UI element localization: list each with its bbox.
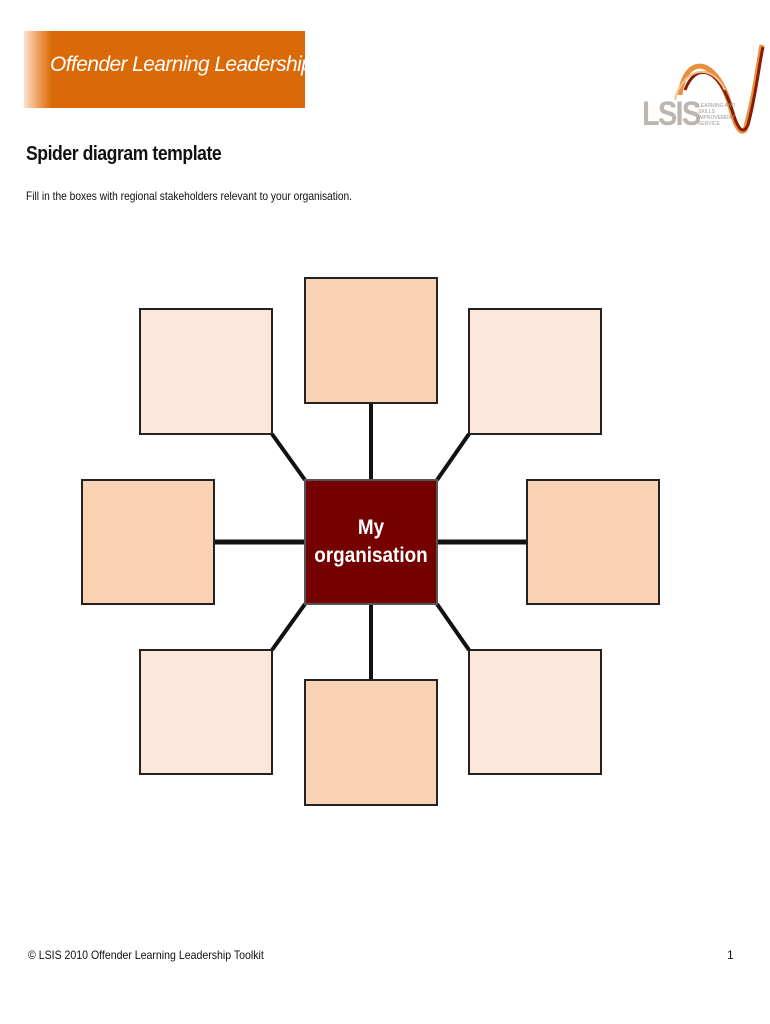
- connector-bottom-left: [270, 602, 307, 652]
- center-label-line1: My: [357, 516, 385, 539]
- toolkit-banner: Offender Learning Leadership Toolkit: [24, 31, 374, 108]
- stakeholder-box-right[interactable]: [526, 479, 660, 605]
- stakeholder-box-top-left[interactable]: [139, 308, 273, 435]
- center-box: [304, 479, 438, 605]
- instructions: Fill in the boxes with regional stakehol…: [26, 189, 353, 203]
- stakeholder-box-left[interactable]: [81, 479, 215, 605]
- stakeholder-box-bottom-right[interactable]: [468, 649, 602, 775]
- center-label: My organisation: [312, 480, 431, 604]
- stakeholder-box-top-right[interactable]: [468, 308, 602, 435]
- stakeholder-box-bottom-left[interactable]: [139, 649, 273, 775]
- page-title: Spider diagram template: [26, 143, 222, 165]
- lsis-logo-swirl-icon: [674, 44, 765, 134]
- connector-top-left: [270, 432, 307, 482]
- lsis-tagline: LEARNING AND SKILLS IMPROVEMENT SERVICE: [698, 103, 736, 127]
- footer-copyright: © LSIS 2010 Offender Learning Leadership…: [28, 948, 264, 962]
- banner-title: Offender Learning Leadership Toolkit: [50, 53, 374, 76]
- page-number: 1: [727, 948, 734, 962]
- connector-bottom-right: [435, 602, 471, 652]
- stakeholder-box-bottom[interactable]: [304, 679, 438, 806]
- stakeholder-box-top[interactable]: [304, 277, 438, 404]
- center-label-line2: organisation: [314, 544, 428, 567]
- connector-top-right: [435, 432, 471, 482]
- lsis-wordmark: LSIS: [642, 95, 701, 133]
